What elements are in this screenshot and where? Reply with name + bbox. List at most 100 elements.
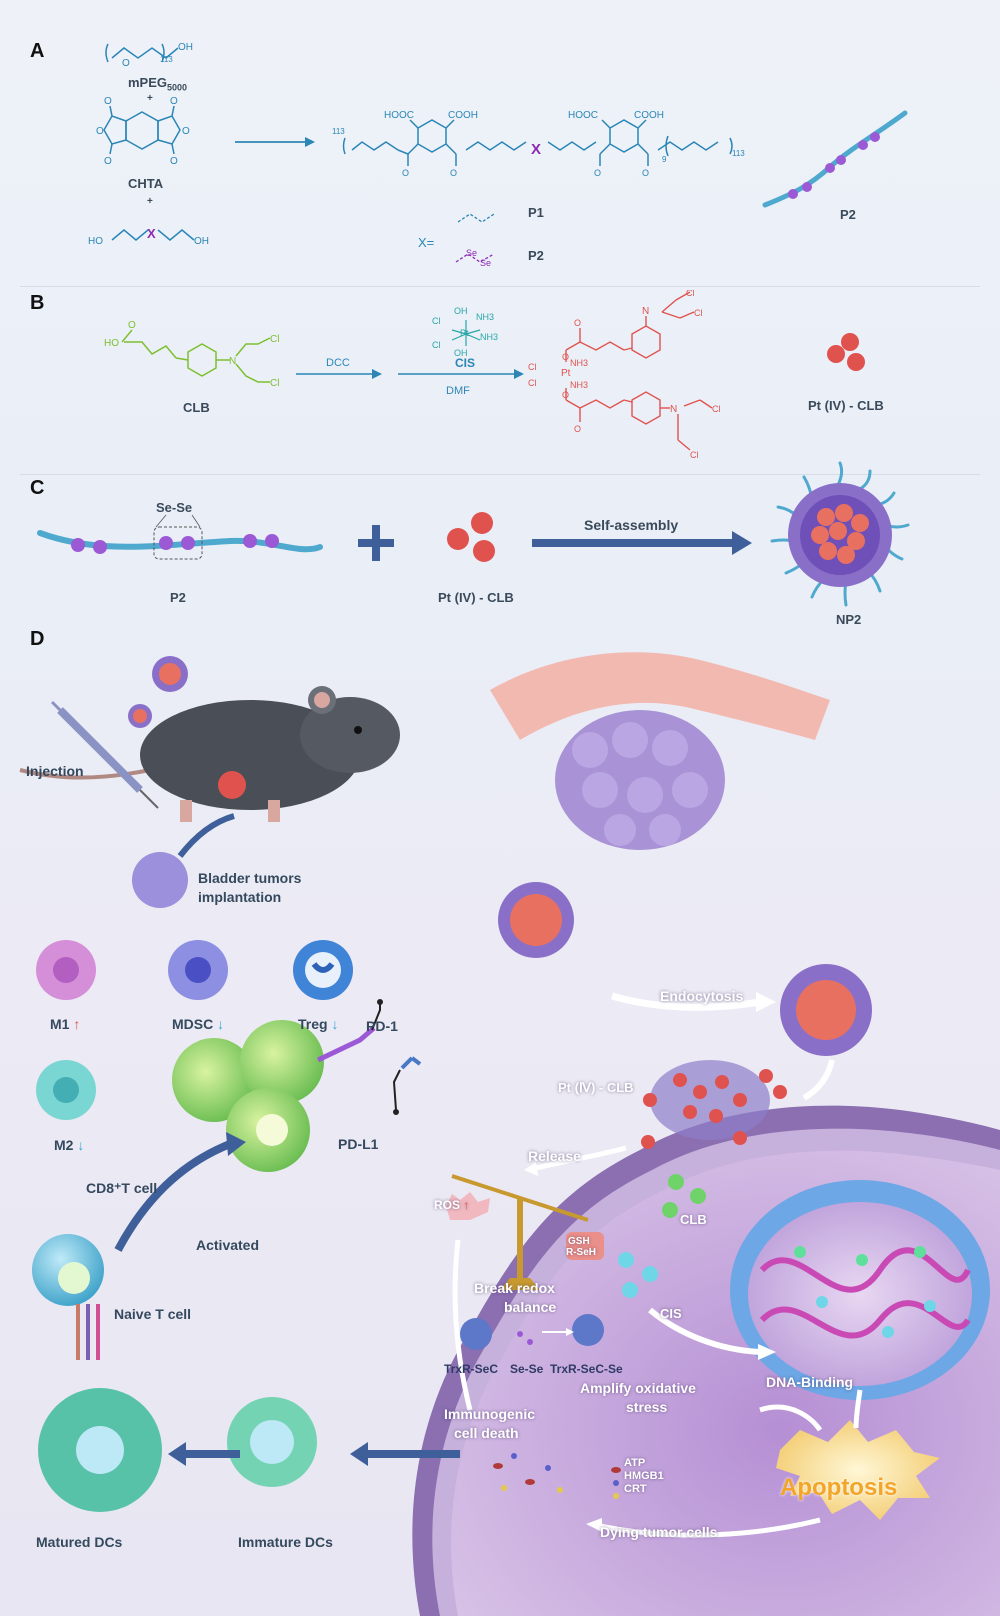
gsh-label: GSH bbox=[568, 1236, 590, 1247]
clb-label-d: CLB bbox=[680, 1212, 707, 1227]
matured-dc bbox=[38, 1388, 162, 1512]
svg-text:O: O bbox=[104, 96, 112, 107]
gsh-badge bbox=[566, 1232, 604, 1260]
svg-text:NH3: NH3 bbox=[570, 358, 588, 368]
svg-text:O: O bbox=[642, 168, 649, 178]
break-redox-label-1: Break redox bbox=[474, 1280, 555, 1296]
svg-text:N: N bbox=[670, 404, 677, 415]
svg-text:113: 113 bbox=[732, 149, 745, 158]
redox-balance bbox=[451, 1174, 589, 1290]
immature-dcs-label: Immature DCs bbox=[238, 1534, 333, 1550]
svg-text:HO: HO bbox=[88, 236, 103, 247]
treg-cell bbox=[293, 940, 353, 1000]
svg-text:Cl: Cl bbox=[712, 404, 721, 414]
sese-label: Se-Se bbox=[156, 500, 193, 515]
tumor-impl-label-1: Bladder tumors bbox=[198, 870, 302, 886]
svg-text:O: O bbox=[170, 156, 178, 167]
cis-label: CIS bbox=[455, 356, 476, 370]
panel-b-chemistry: HO O N Cl Cl DCC DMF OH NH3 Cl Pt NH3 Cl… bbox=[104, 290, 865, 460]
pd1-label: PD-1 bbox=[366, 1018, 398, 1034]
clb-structure bbox=[121, 329, 271, 383]
injection-label: Injection bbox=[26, 763, 84, 779]
crt-label: CRT bbox=[624, 1483, 647, 1495]
hmgb1-label: HMGB1 bbox=[624, 1470, 664, 1482]
svg-text:Cl: Cl bbox=[432, 340, 441, 350]
svg-text:O: O bbox=[562, 390, 569, 400]
svg-text:Cl: Cl bbox=[270, 378, 279, 389]
endocytosis-label: Endocytosis bbox=[660, 988, 744, 1004]
p2-bead-chain bbox=[762, 110, 908, 208]
m2-cell bbox=[36, 1060, 96, 1120]
svg-text:NH3: NH3 bbox=[570, 380, 588, 390]
np2-nanoparticle bbox=[770, 461, 910, 607]
amplify-label-2: stress bbox=[626, 1399, 668, 1415]
svg-text:Cl: Cl bbox=[528, 378, 537, 388]
svg-text:Cl: Cl bbox=[528, 362, 537, 372]
svg-text:DMF: DMF bbox=[446, 385, 470, 397]
divider-bc bbox=[20, 474, 980, 475]
se-se-label-d: Se-Se bbox=[510, 1362, 544, 1376]
chta-structure bbox=[103, 105, 181, 155]
svg-text:O: O bbox=[574, 318, 581, 328]
svg-text:O: O bbox=[574, 424, 581, 434]
apoptosis-label: Apoptosis bbox=[780, 1474, 898, 1501]
svg-text:O: O bbox=[562, 352, 569, 362]
damp-particles bbox=[493, 1453, 563, 1493]
bladder-tumor-cell bbox=[132, 852, 188, 908]
p2-label: P2 bbox=[528, 248, 544, 263]
panel-a-chemistry: O OH 113 O O O O O O HO X OH bbox=[88, 42, 745, 268]
svg-text:9: 9 bbox=[662, 155, 667, 164]
mpeg-structure bbox=[105, 43, 179, 63]
chta-label: CHTA bbox=[128, 176, 164, 191]
naive-label: Naive T cell bbox=[114, 1306, 192, 1322]
cis-label-d: CIS bbox=[660, 1306, 682, 1321]
trxr-sec-label: TrxR-SeC bbox=[444, 1362, 499, 1376]
pt-clb-structure bbox=[565, 291, 713, 451]
np2-label: NP2 bbox=[836, 612, 862, 627]
m1-label: M1 ↑ bbox=[50, 1016, 81, 1032]
svg-text:N: N bbox=[642, 306, 649, 317]
syringe-icon bbox=[50, 700, 159, 809]
svg-text:Se: Se bbox=[466, 248, 477, 258]
amplify-label-1: Amplify oxidative bbox=[580, 1380, 696, 1396]
svg-text:NH3: NH3 bbox=[476, 312, 494, 322]
plus-2: + bbox=[147, 196, 153, 207]
panel-letter-d: D bbox=[30, 628, 45, 650]
polymer-product bbox=[342, 119, 733, 166]
svg-text:NH3: NH3 bbox=[480, 332, 498, 342]
m1-cell bbox=[36, 940, 96, 1000]
svg-text:113: 113 bbox=[332, 127, 345, 136]
plus-1: + bbox=[147, 93, 153, 104]
pt-clb-spheres bbox=[827, 333, 865, 371]
svg-text:DCC: DCC bbox=[326, 357, 350, 369]
ros-label: ROS ↑ bbox=[434, 1198, 470, 1212]
svg-text:Cl: Cl bbox=[270, 334, 279, 345]
svg-text:O: O bbox=[104, 156, 112, 167]
diol-structure bbox=[111, 229, 195, 241]
trxr-sec-se-label: TrxR-SeC-Se bbox=[550, 1362, 623, 1376]
mdsc-label: MDSC ↓ bbox=[172, 1016, 225, 1032]
release-label: Release bbox=[528, 1148, 581, 1164]
apoptosis-burst bbox=[776, 1420, 940, 1520]
clb-label: CLB bbox=[183, 400, 210, 415]
svg-text:OH: OH bbox=[454, 306, 468, 316]
panel-letter-b: B bbox=[30, 292, 45, 314]
panel-letter-c: C bbox=[30, 477, 45, 499]
p2-label-c: P2 bbox=[170, 590, 186, 605]
svg-text:X: X bbox=[147, 226, 156, 241]
svg-text:O: O bbox=[170, 96, 178, 107]
divider-ab bbox=[20, 286, 980, 287]
svg-text:Pt: Pt bbox=[561, 368, 571, 379]
svg-text:113: 113 bbox=[160, 55, 173, 64]
icd-label-1: Immunogenic bbox=[444, 1406, 536, 1422]
nucleus bbox=[730, 1180, 990, 1400]
svg-text:O: O bbox=[450, 168, 457, 178]
mouse-illustration bbox=[19, 686, 400, 822]
tumor-vessel bbox=[490, 652, 830, 850]
panel-letter-a: A bbox=[30, 40, 45, 62]
ros-badge bbox=[446, 1192, 490, 1220]
svg-text:Cl: Cl bbox=[694, 308, 703, 318]
mpeg-label: mPEG5000 bbox=[128, 75, 188, 93]
break-redox-label-2: balance bbox=[504, 1299, 557, 1315]
cis-structure bbox=[451, 320, 481, 346]
